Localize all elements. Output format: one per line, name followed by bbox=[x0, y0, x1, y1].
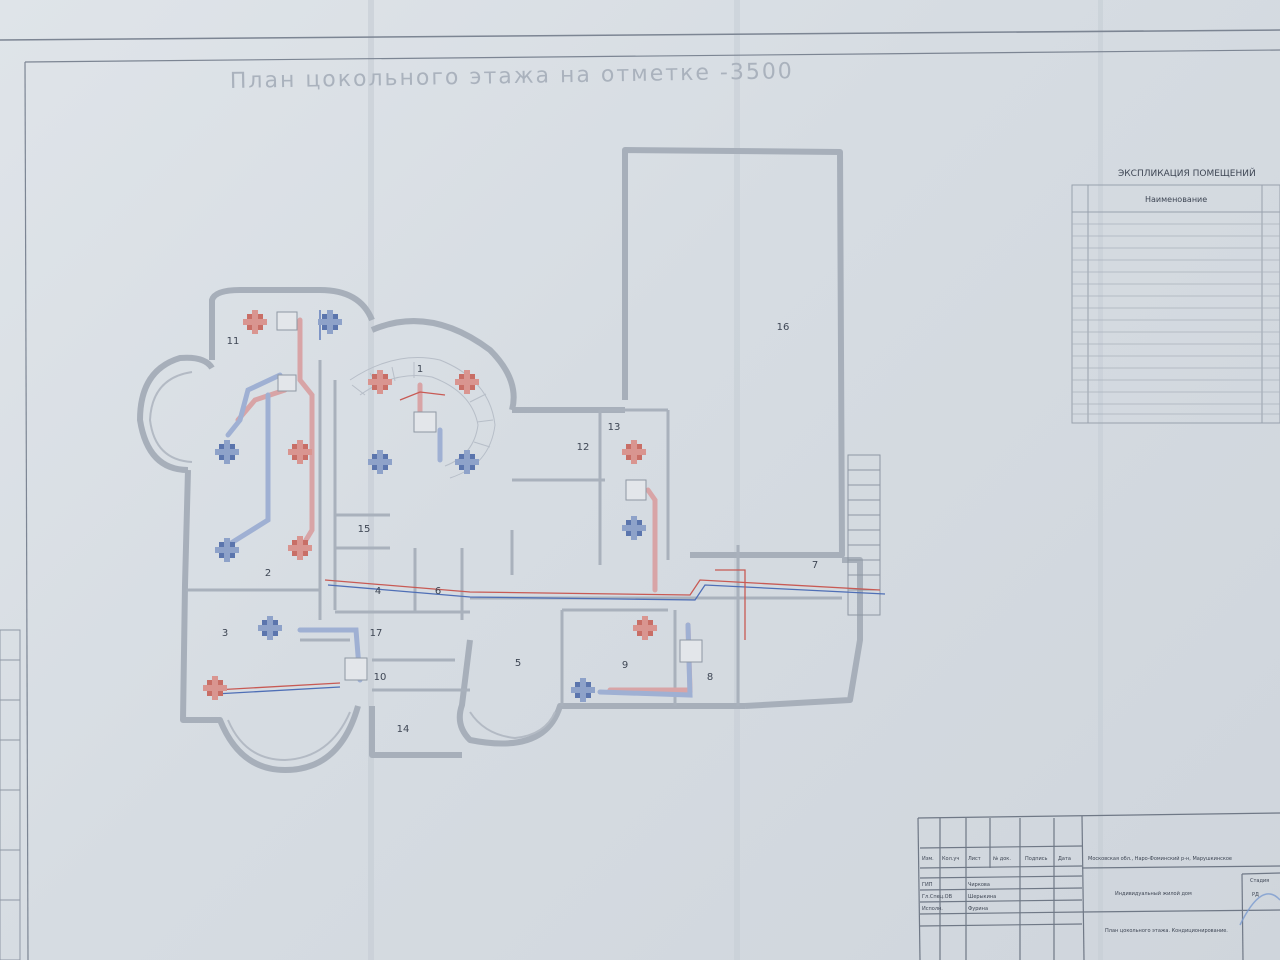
stamp-stage: РД bbox=[1252, 892, 1259, 898]
external-stairs bbox=[847, 454, 881, 616]
room-number: 11 bbox=[227, 336, 240, 347]
svg-text:Кол.уч: Кол.уч bbox=[942, 856, 959, 862]
stamp-headers: Изм. Кол.уч Лист № док. Подпись Дата bbox=[922, 856, 1071, 862]
room-number: 8 bbox=[707, 672, 713, 683]
explication-table bbox=[1071, 184, 1280, 424]
room-number: 5 bbox=[515, 658, 521, 669]
room-number: 15 bbox=[358, 524, 371, 535]
fold-line bbox=[1098, 0, 1103, 960]
svg-text:Гл.Спец.ОВ: Гл.Спец.ОВ bbox=[922, 894, 953, 900]
room-number: 1 bbox=[417, 364, 423, 375]
room-number: 13 bbox=[608, 422, 621, 433]
svg-text:№ док.: № док. bbox=[993, 856, 1011, 862]
return-grilles bbox=[215, 310, 646, 702]
return-ducts bbox=[225, 372, 693, 698]
tower-arcs bbox=[148, 371, 556, 762]
explication-rows bbox=[1072, 223, 1280, 415]
svg-text:Чиркова: Чиркова bbox=[968, 882, 990, 888]
title-block bbox=[917, 812, 1280, 960]
supply-diffusers bbox=[203, 310, 657, 700]
stamp-address: Московская обл., Наро-Фоминский р-н, Мар… bbox=[1088, 855, 1232, 862]
building-walls bbox=[137, 147, 863, 773]
room-number: 9 bbox=[622, 660, 628, 671]
stamp-roles: ГИП Гл.Спец.ОВ Исполн. bbox=[922, 882, 953, 912]
room-numbers: 1 2 3 4 5 6 7 8 9 10 11 12 13 14 15 16 1… bbox=[222, 322, 818, 735]
svg-text:Подпись: Подпись bbox=[1025, 856, 1048, 862]
svg-text:Шерыкина: Шерыкина bbox=[968, 894, 996, 900]
svg-text:Исполн.: Исполн. bbox=[922, 906, 943, 912]
room-number: 16 bbox=[777, 322, 790, 333]
room-number: 10 bbox=[374, 672, 387, 683]
inner-frame-left bbox=[24, 61, 29, 960]
explication-header: Наименование bbox=[1145, 195, 1207, 204]
stamp-stage-label: Стадия bbox=[1250, 878, 1269, 884]
explication-title: ЭКСПЛИКАЦИЯ ПОМЕЩЕНИЙ bbox=[1118, 167, 1256, 179]
side-stamp bbox=[0, 629, 21, 960]
fan-coil-units bbox=[276, 311, 703, 681]
blue-stamp-mark bbox=[1239, 893, 1280, 926]
fold-line bbox=[368, 0, 374, 960]
svg-text:Лист: Лист bbox=[968, 856, 981, 862]
svg-text:Дата: Дата bbox=[1058, 856, 1071, 862]
inner-frame-top bbox=[24, 49, 1280, 63]
svg-text:ГИП: ГИП bbox=[922, 882, 933, 888]
stamp-names: Чиркова Шерыкина Фурина bbox=[968, 882, 996, 912]
room-number: 2 bbox=[265, 568, 271, 579]
svg-text:Изм.: Изм. bbox=[922, 856, 934, 862]
room-number: 17 bbox=[370, 628, 383, 639]
drawing-title: План цокольного этажа на отметке -3500 bbox=[230, 59, 794, 94]
refrigerant-lines bbox=[214, 310, 886, 695]
room-number: 3 bbox=[222, 628, 228, 639]
svg-text:Фурина: Фурина bbox=[968, 906, 988, 912]
room-number: 7 bbox=[812, 560, 818, 571]
room-number: 6 bbox=[435, 586, 441, 597]
stamp-sheet-title: План цокольного этажа. Кондиционирование… bbox=[1105, 928, 1228, 934]
room-number: 14 bbox=[397, 724, 410, 735]
fold-line bbox=[734, 0, 740, 960]
outer-frame-top bbox=[0, 29, 1280, 41]
room-number: 4 bbox=[375, 586, 381, 597]
stamp-object: Индивидуальный жилой дом bbox=[1115, 890, 1192, 897]
room-number: 12 bbox=[577, 442, 590, 453]
